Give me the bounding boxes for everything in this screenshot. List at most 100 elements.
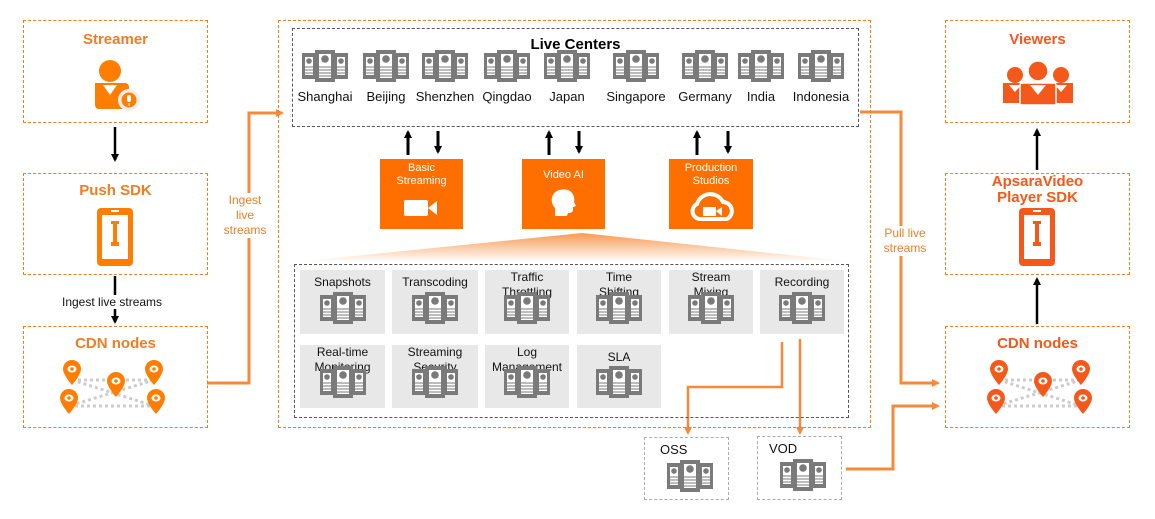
cdn-nodes-right-title: CDN nodes (997, 335, 1078, 352)
city-label: India (746, 89, 776, 104)
server-rack-icon (422, 50, 468, 82)
ingest-line (207, 109, 284, 385)
feature-server-icon (504, 366, 550, 402)
feature-tile: Real-timeMonitoring (300, 345, 385, 408)
server-rack-icon (363, 50, 409, 82)
feature-tile: SLA (577, 345, 661, 408)
live-center-city: Singapore (596, 50, 676, 104)
live-center-city: Germany (665, 50, 745, 104)
server-rack-icon (504, 366, 550, 398)
ingest-live-streams-label: Ingest live streams (62, 295, 163, 309)
server-rack-icon (613, 50, 659, 82)
feature-label: Time (605, 270, 633, 284)
feature-label: Stream (691, 270, 731, 284)
server-rack-icon (596, 292, 642, 324)
vod-server-icon (780, 459, 826, 496)
streamer-box: Streamer (23, 20, 208, 123)
server-rack-icon (596, 366, 642, 398)
feature-server-icon (319, 292, 366, 328)
feature-label: Recording (774, 275, 830, 289)
streamer-title: Streamer (82, 31, 149, 48)
cloud-camera-icon (690, 192, 734, 221)
live-center-city: India (721, 50, 801, 104)
server-rack-icon (544, 50, 590, 82)
server-rack-icon (688, 292, 734, 324)
service-production-studios: Production Studios (669, 159, 753, 229)
feature-tile: Snapshots (300, 270, 385, 334)
live-center-city: Shenzhen (405, 50, 485, 104)
bidirectional-arrows (404, 130, 732, 155)
live-center-city: Indonesia (781, 50, 861, 104)
features-box (294, 264, 849, 418)
feature-server-icon (319, 366, 366, 402)
cdn-nodes-right-box: CDN nodes (945, 326, 1130, 428)
cdn-nodes-left-title: CDN nodes (75, 335, 156, 352)
server-rack-icon (780, 459, 826, 491)
oss-box: OSS (644, 437, 729, 500)
vod-label: VOD (769, 441, 798, 456)
server-rack-icon (319, 366, 366, 398)
feature-label: Transcoding (402, 275, 468, 289)
feature-label: Streaming (407, 345, 463, 359)
feature-tile: StreamingSecurity (392, 345, 478, 408)
push-sdk-box: Push SDK (23, 173, 208, 275)
pull-flow-label: Pull live streams (876, 226, 934, 256)
feature-label: Real-time (316, 345, 369, 359)
cdn-map-pins-icon (60, 360, 165, 414)
feature-server-icon (412, 292, 458, 328)
feature-tile: TrafficThrottling (485, 270, 569, 334)
live-center-city: Shanghai (285, 50, 365, 104)
viewers-group-icon (1003, 60, 1073, 106)
live-center-city: Japan (527, 50, 607, 104)
live-centers-box: Live Centers (292, 28, 859, 127)
oss-label: OSS (660, 442, 688, 457)
feature-server-icon (504, 292, 550, 328)
feature-server-icon (688, 292, 734, 328)
city-label: Indonesia (792, 89, 850, 104)
service-video-ai: Video AI (522, 159, 605, 229)
server-rack-icon (319, 292, 366, 324)
city-label: Germany (678, 89, 732, 104)
head-profile-icon (551, 189, 576, 216)
server-rack-icon (484, 50, 530, 82)
mobile-wrench-icon (1019, 208, 1055, 266)
feature-tile: StreamMixing (669, 270, 753, 334)
vod-to-cdn-line (846, 402, 940, 471)
feature-server-icon (779, 292, 825, 328)
player-sdk-title: ApsaraVideo Player SDK (991, 173, 1084, 206)
server-rack-icon (412, 292, 458, 324)
city-label: Shenzhen (415, 89, 475, 104)
vod-box: VOD (757, 436, 842, 500)
viewers-title: Viewers (1009, 31, 1066, 48)
server-rack-icon (412, 366, 458, 398)
mobile-wrench-icon (97, 208, 133, 266)
streamer-icon (95, 60, 140, 111)
feature-tile: Transcoding (392, 270, 478, 334)
feature-server-icon (412, 366, 458, 402)
server-rack-icon (798, 50, 844, 82)
service-basic-streaming: Basic Streaming (380, 159, 463, 229)
city-label: Qingdao (482, 89, 532, 104)
live-center-city: Qingdao (467, 50, 547, 104)
viewers-box: Viewers (945, 20, 1130, 123)
video-camera-icon (404, 200, 437, 216)
feature-tile: TimeShifting (577, 270, 661, 334)
server-rack-icon (302, 50, 348, 82)
feature-tile: Recording (760, 270, 844, 334)
server-rack-icon (667, 460, 713, 492)
server-rack-icon (682, 50, 728, 82)
video-ai-fanout (295, 233, 855, 262)
feature-server-icon (596, 292, 642, 328)
server-rack-icon (738, 50, 784, 82)
server-rack-icon (504, 292, 550, 324)
feature-label: Snapshots (314, 275, 371, 289)
city-label: Shanghai (297, 89, 353, 104)
oss-server-icon (667, 460, 713, 497)
feature-tile: LogManagement (485, 345, 569, 408)
city-label: Japan (549, 89, 585, 104)
player-sdk-box: ApsaraVideo Player SDK (945, 173, 1130, 275)
feature-label: Traffic (510, 270, 544, 284)
push-sdk-title: Push SDK (79, 182, 152, 199)
city-label: Singapore (606, 89, 666, 104)
